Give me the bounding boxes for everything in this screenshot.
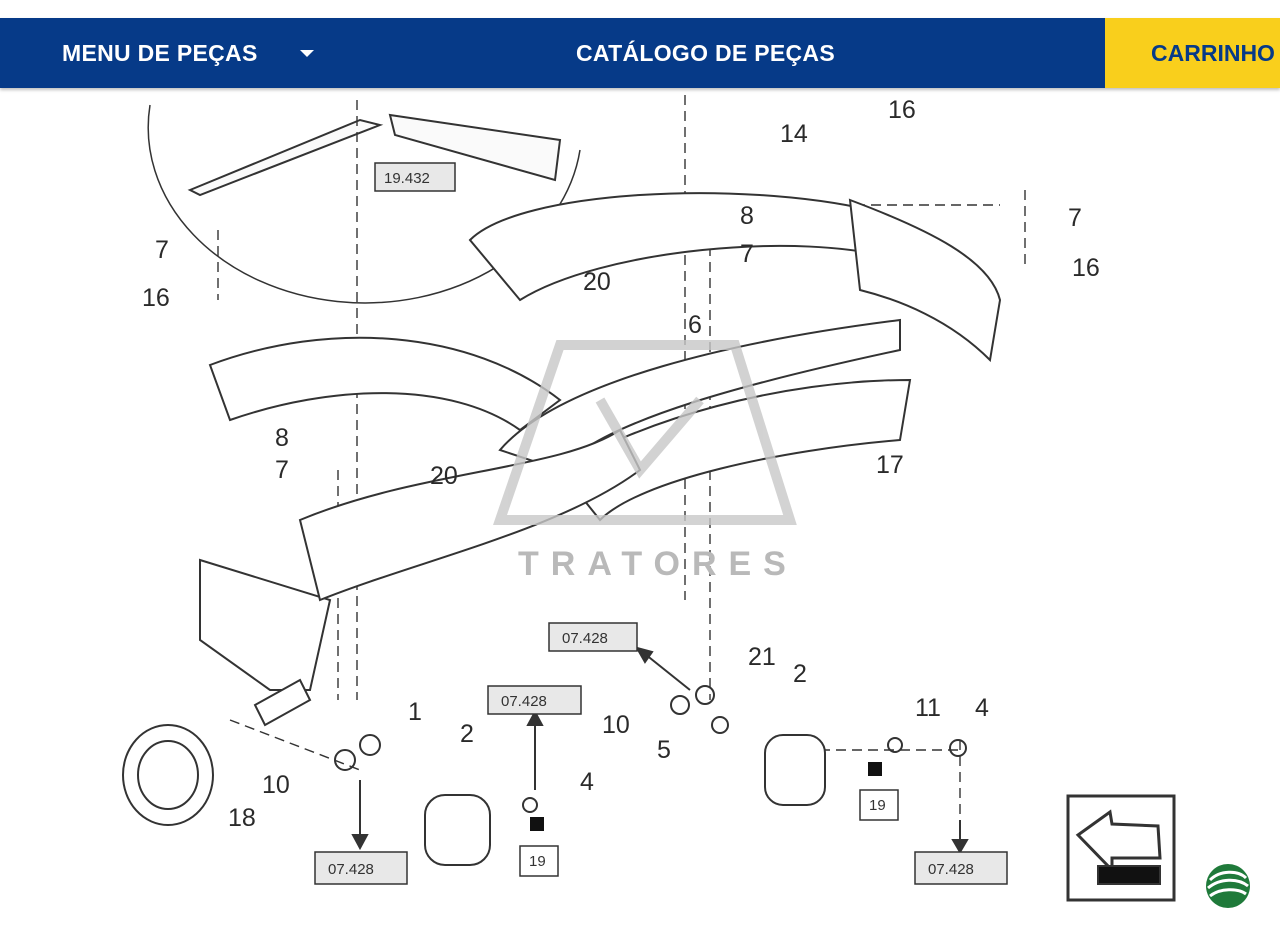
part-label: 6	[688, 311, 702, 339]
part-label: 4	[975, 694, 989, 722]
part-label: 19.432	[384, 170, 430, 187]
part-label: 07.428	[562, 630, 608, 647]
part-label: 20	[430, 462, 458, 490]
part-label: 7	[740, 240, 754, 268]
part-label: 11	[915, 694, 941, 722]
part-label: 07.428	[928, 861, 974, 878]
part-label: 21	[748, 643, 776, 671]
part-label: 10	[602, 711, 630, 739]
cart-label: CARRINHO	[1151, 39, 1275, 66]
part-label: 19	[869, 797, 886, 814]
parts-menu-button[interactable]: MENU DE PEÇAS	[0, 18, 420, 88]
part-label: 8	[740, 202, 754, 230]
parts-diagram: TRATORES 19.432 07.428 07.428 07.428 07.…	[0, 88, 1280, 937]
part-label: 07.428	[328, 861, 374, 878]
part-label: 7	[155, 236, 169, 264]
ref-07-428-a: 07.428	[548, 622, 638, 652]
part-label: 10	[262, 771, 290, 799]
ref-07-428-b: 07.428	[487, 685, 582, 715]
part-label: 5	[657, 736, 671, 764]
ref-19-432: 19.432	[374, 162, 456, 192]
parts-catalog-link[interactable]: CATÁLOGO DE PEÇAS	[576, 39, 835, 66]
green-leaf-logo-icon	[1206, 864, 1250, 908]
cart-button[interactable]: CARRINHO	[1105, 18, 1280, 88]
ref-07-428-c: 07.428	[314, 851, 408, 885]
part-label: 17	[876, 451, 904, 479]
part-label: 07.428	[501, 693, 547, 710]
part-label: 7	[275, 456, 289, 484]
part-label: 8	[275, 424, 289, 452]
parts-menu-label: MENU DE PEÇAS	[62, 39, 258, 66]
part-label: 16	[142, 284, 170, 312]
part-label: 2	[793, 660, 807, 688]
part-label: 19	[529, 853, 546, 870]
part-label: 20	[583, 268, 611, 296]
watermark-text: TRATORES	[518, 545, 798, 583]
part-label: 14	[780, 120, 808, 148]
part-label: 18	[228, 804, 256, 832]
ref-19-a: 19	[519, 845, 559, 877]
part-label: 16	[888, 96, 916, 124]
part-label: 16	[1072, 254, 1100, 282]
ref-07-428-d: 07.428	[914, 851, 1008, 885]
part-label: 7	[1068, 204, 1082, 232]
chevron-down-icon	[299, 49, 314, 57]
top-nav-bar: MENU DE PEÇAS CATÁLOGO DE PEÇAS CARRINHO	[0, 18, 1280, 88]
part-label: 1	[408, 698, 422, 726]
back-arrow-icon	[1066, 794, 1176, 902]
ref-19-b: 19	[859, 789, 899, 821]
part-label: 4	[580, 768, 594, 796]
part-label: 2	[460, 720, 474, 748]
